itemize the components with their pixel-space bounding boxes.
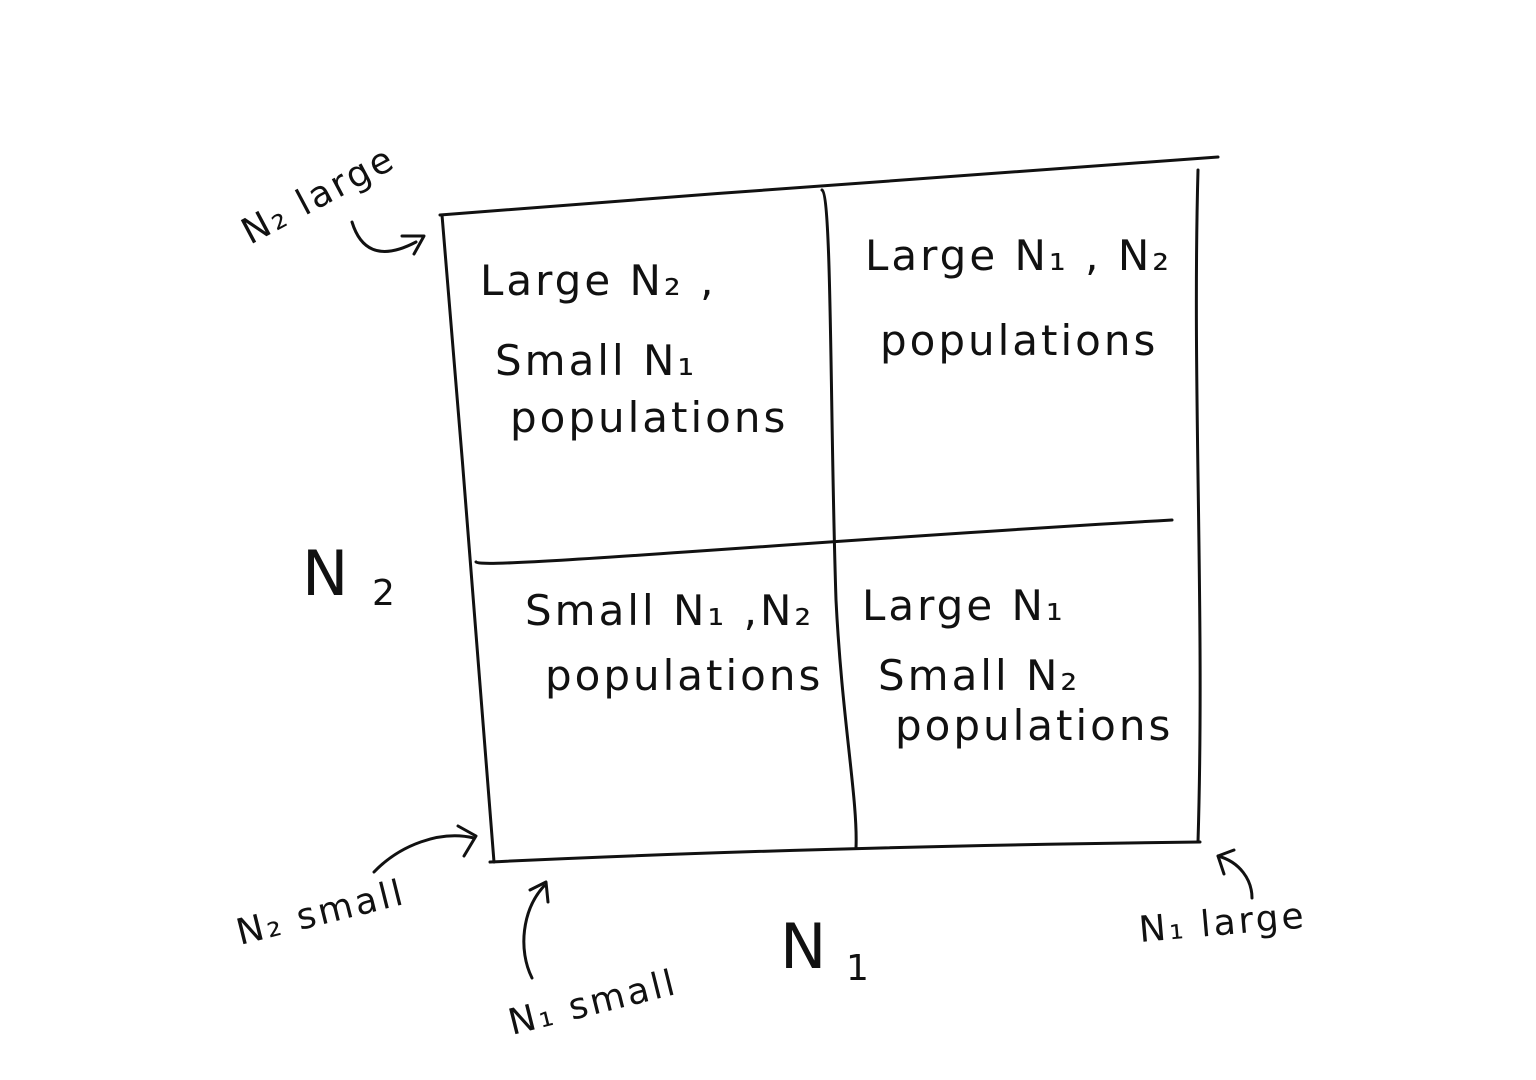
arrow-x-small-head [528,880,550,904]
arrow-y-small [372,834,476,874]
y-axis-label: N [302,537,352,610]
quadrant-bottom-right-line-1: Large N₁ [862,581,1066,630]
arrow-x-large [1216,854,1254,900]
quadrant-top-left-line-3: populations [510,393,788,442]
vertical-divider [820,188,858,850]
quadrant-top-right-line-2: populations [880,316,1158,365]
horizontal-divider [474,518,1174,565]
corner-label-y-small: N₂ small [232,872,409,954]
quadrant-top-left-line-1: Large N₂ , [480,256,716,305]
arrow-x-small [522,884,546,980]
corner-label-x-large: N₁ large [1137,895,1308,950]
quadrant-bottom-left-line-2: populations [545,651,823,700]
y-axis-label-subscript: 2 [372,573,398,614]
x-axis-label-subscript: 1 [846,948,872,989]
x-axis-label: N [780,910,830,983]
outer-box-right [1194,168,1202,844]
quadrant-bottom-right-line-2: Small N₂ [878,651,1080,700]
corner-label-y-large: N₂ large [235,138,403,253]
outer-box-top [438,155,1220,217]
quadrant-bottom-left-line-1: Small N₁ ,N₂ [525,586,814,635]
arrow-y-large-head [400,234,426,256]
outer-box-left [440,213,496,864]
arrow-y-large [350,220,418,253]
quadrant-top-right-line-1: Large N₁ , N₂ [865,231,1172,280]
arrow-x-large-head [1216,848,1236,876]
quadrant-bottom-right-line-3: populations [895,701,1173,750]
outer-box-bottom [488,840,1202,864]
quadrant-top-left-line-2: Small N₁ [495,336,697,385]
arrow-y-small-head [456,824,478,858]
